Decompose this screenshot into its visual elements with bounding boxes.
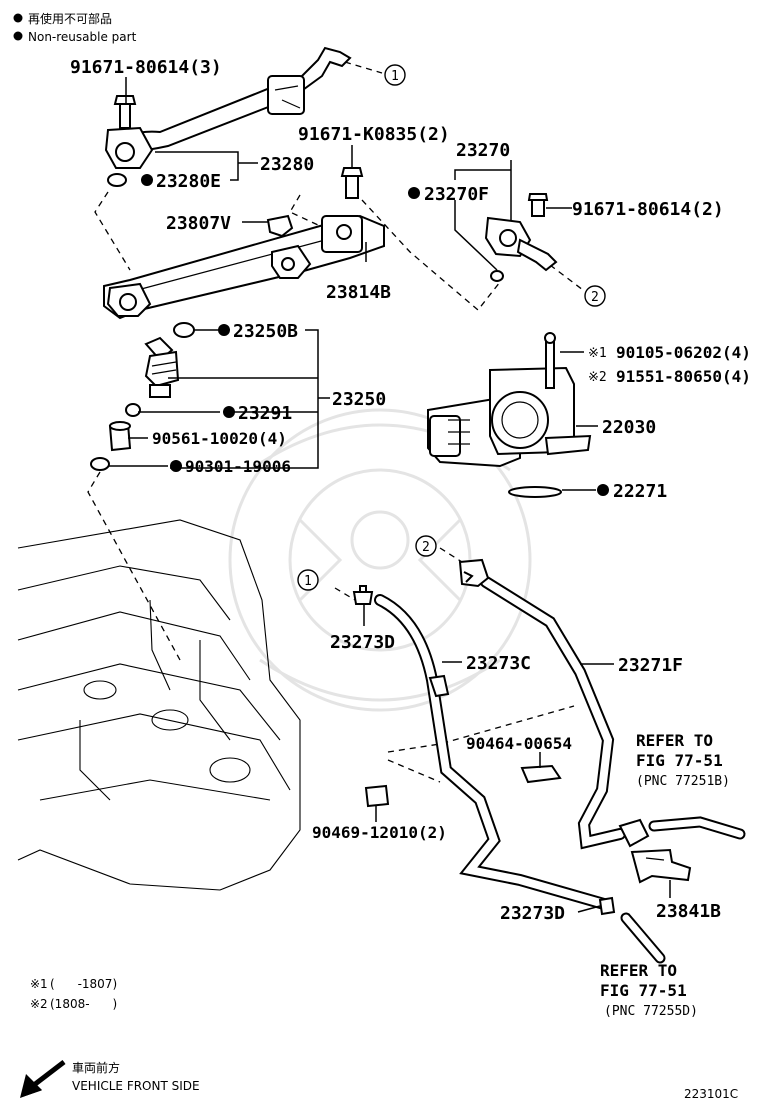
ref2-line3: (PNC 77255D) (604, 1004, 698, 1019)
svg-text:2: 2 (422, 540, 430, 555)
part-label-22030[interactable]: 22030 (602, 417, 656, 438)
svg-text:2: 2 (591, 290, 599, 305)
part-label-23270[interactable]: 23270 (456, 140, 510, 161)
part-label-90105-06202-4[interactable]: 90105-06202(4) (616, 343, 751, 362)
callout-2-bottom: 2 (415, 535, 437, 557)
part-label-23273d-bottom[interactable]: 23273D (500, 903, 565, 924)
legend-jp: 再使用不可部品 (28, 11, 112, 26)
part-label-23280[interactable]: 23280 (260, 154, 314, 175)
legend-en: Non-reusable part (28, 30, 137, 44)
nonreusable-bullet-icon (170, 460, 182, 472)
nonreusable-bullet-icon (141, 174, 153, 186)
footnote-2-mark: ※2 (30, 997, 48, 1011)
svg-text:1: 1 (391, 69, 399, 84)
part-label-90301-19006[interactable]: 90301-19006 (185, 457, 291, 476)
callout-1-top: 1 (384, 64, 406, 86)
footnote-1-text: ( -1807) (50, 977, 117, 991)
dashed-lines (87, 61, 584, 783)
reference-77251b[interactable]: REFER TO FIG 77-51 (PNC 77251B) (636, 731, 730, 789)
part-label-22271[interactable]: 22271 (613, 481, 667, 502)
part-label-23271f[interactable]: 23271F (618, 655, 683, 676)
pulsation-damper (454, 193, 558, 282)
nonreusable-bullet-icon (597, 484, 609, 496)
vehicle-front-indicator: 車両前方 VEHICLE FRONT SIDE (20, 1060, 200, 1098)
fuel-hoses (374, 576, 746, 964)
front-label-en: VEHICLE FRONT SIDE (72, 1079, 200, 1093)
nonreusable-bullet-icon (13, 13, 23, 23)
hose-fittings (352, 558, 692, 916)
svg-text:1: 1 (304, 574, 312, 589)
reference-77255d[interactable]: REFER TO FIG 77-51 (PNC 77255D) (600, 961, 698, 1019)
ref1-line2: FIG 77-51 (636, 751, 723, 770)
nonreusable-bullet-icon (13, 31, 23, 41)
ref2-line1: REFER TO (600, 961, 677, 980)
fuel-main-tube (104, 46, 352, 187)
part-label-23250b[interactable]: 23250B (233, 321, 298, 342)
part-label-91551-80650-4[interactable]: 91551-80650(4) (616, 367, 751, 386)
part-label-23250[interactable]: 23250 (332, 389, 386, 410)
nonreusable-bullet-icon (218, 324, 230, 336)
part-label-90464-00654[interactable]: 90464-00654 (466, 734, 572, 753)
fuel-injector (90, 336, 180, 471)
part-label-91671-80614-3[interactable]: 91671-80614(3) (70, 57, 222, 78)
ref1-line1: REFER TO (636, 731, 713, 750)
part-label-91671-80614-2[interactable]: 91671-80614(2) (572, 199, 724, 220)
ref2-line2: FIG 77-51 (600, 981, 687, 1000)
nonreusable-bullet-icon (408, 187, 420, 199)
part-label-23273d-top[interactable]: 23273D (330, 632, 395, 653)
part-label-23273c[interactable]: 23273C (466, 653, 531, 674)
leader-lines (108, 77, 671, 913)
engine-outline (17, 519, 301, 891)
part-label-23270f[interactable]: 23270F (424, 184, 489, 205)
footnotes: ※1 ( -1807) ※2 (1808- ) (30, 977, 117, 1011)
diagram-code: 223101C (684, 1087, 738, 1101)
part-label-90469-12010-2[interactable]: 90469-12010(2) (312, 823, 447, 842)
callout-2-top: 2 (584, 285, 606, 307)
front-label-jp: 車両前方 (72, 1060, 120, 1075)
part-label-23280e[interactable]: 23280E (156, 171, 221, 192)
part-label-23807v[interactable]: 23807V (166, 213, 231, 234)
note-mark-2: ※2 (588, 370, 607, 385)
footnote-1-mark: ※1 (30, 977, 48, 991)
ref1-line3: (PNC 77251B) (636, 774, 730, 789)
fuel-rail (103, 167, 385, 338)
nonreusable-bullet-icon (223, 406, 235, 418)
part-labels: 91671-80614(3) 23280E 23280 91671-K0835(… (70, 57, 751, 924)
part-label-23291[interactable]: 23291 (238, 403, 292, 424)
part-label-90561-10020-4[interactable]: 90561-10020(4) (152, 429, 287, 448)
part-label-91671-k0835-2[interactable]: 91671-K0835(2) (298, 124, 450, 145)
throttle-body (427, 332, 592, 498)
footnote-2-text: (1808- ) (50, 997, 117, 1011)
note-mark-1: ※1 (588, 346, 607, 361)
part-label-23841b[interactable]: 23841B (656, 901, 721, 922)
legend: 再使用不可部品 Non-reusable part (13, 11, 137, 44)
callout-1-bottom: 1 (297, 569, 319, 591)
part-label-23814b[interactable]: 23814B (326, 282, 391, 303)
watermark-emblem (228, 408, 532, 712)
